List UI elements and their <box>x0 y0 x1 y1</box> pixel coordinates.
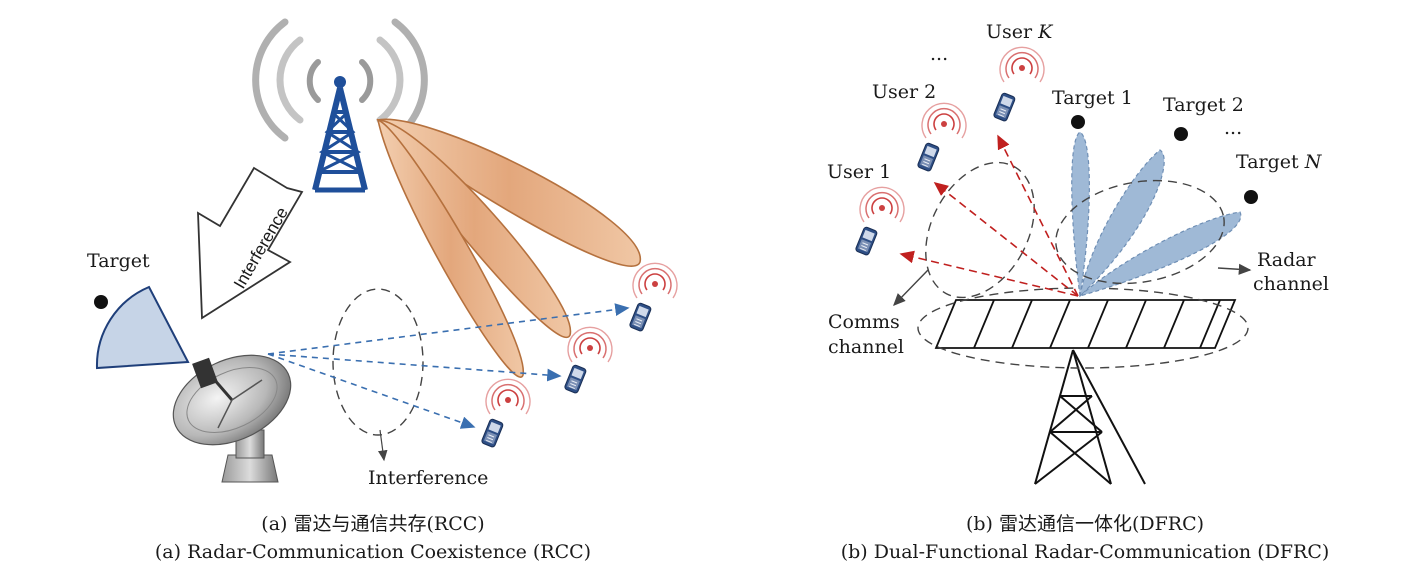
rcc-user-3 <box>628 262 678 333</box>
comm-beam-3 <box>376 118 524 378</box>
user-1-index: 1 <box>879 161 891 183</box>
dfrc-target-2: Target 2 <box>1163 94 1244 141</box>
lattice-tower-icon <box>1034 349 1146 485</box>
svg-text:Target 2: Target 2 <box>1163 94 1244 116</box>
radar-dish-icon <box>172 354 292 483</box>
dfrc-target-1: Target 1 <box>1052 87 1133 129</box>
radar-channel-label-2: channel <box>1253 273 1329 295</box>
comms-channel-label-2: channel <box>828 336 904 358</box>
svg-text:Target 1: Target 1 <box>1052 87 1133 109</box>
dfrc-user-2: User 2 <box>872 81 967 173</box>
dfrc-caption-cn: (b) 雷达通信一体化(DFRC) <box>966 513 1204 535</box>
target-2-index: 2 <box>1232 94 1244 116</box>
panel-dfrc: Radar channel Comms channel User 1 User … <box>827 21 1329 563</box>
target-n-index: N <box>1304 151 1323 173</box>
radar-sector <box>95 285 190 370</box>
rcc-target-dot <box>94 295 108 309</box>
svg-text:User K: User K <box>986 21 1054 43</box>
radar-channel-label-1: Radar <box>1257 249 1317 271</box>
interference-arrow: Interference <box>197 166 304 320</box>
rcc-caption-en: (a) Radar-Communication Coexistence (RCC… <box>155 541 591 563</box>
radar-beam-2 <box>1079 149 1165 298</box>
dfrc-target-n: Target N <box>1236 151 1323 204</box>
radar-beams <box>1071 131 1242 298</box>
rcc-user-1 <box>480 378 531 449</box>
panel-rcc: Interference Target Interference <box>87 18 678 563</box>
radar-beam-3 <box>1079 211 1242 297</box>
user-k-index: K <box>1037 21 1054 43</box>
antenna-array <box>934 299 1237 349</box>
comm-rays <box>899 134 1079 297</box>
svg-text:User 2: User 2 <box>872 81 936 103</box>
user-1-prefix: User <box>827 161 879 183</box>
comm-beams <box>376 118 641 378</box>
target-n-dot <box>1244 190 1258 204</box>
target-1-prefix: Target <box>1052 87 1121 109</box>
target-1-index: 1 <box>1121 87 1133 109</box>
target-n-prefix: Target <box>1236 151 1305 173</box>
target-1-dot <box>1071 115 1085 129</box>
dfrc-user-1: User 1 <box>827 161 905 257</box>
radar-beam-1 <box>1071 131 1090 297</box>
dfrc-user-k: User K <box>986 21 1054 123</box>
user-2-index: 2 <box>924 81 936 103</box>
target-2-dot <box>1174 127 1188 141</box>
comms-channel-label-1: Comms <box>828 311 900 333</box>
target-ellipsis: ... <box>1224 117 1242 139</box>
user-k-prefix: User <box>986 21 1038 43</box>
interference-rays <box>267 303 630 429</box>
rcc-target-label: Target <box>87 250 150 272</box>
user-ellipsis: ... <box>930 43 948 65</box>
svg-text:Target N: Target N <box>1236 151 1323 173</box>
rcc-caption-cn: (a) 雷达与通信共存(RCC) <box>261 513 484 535</box>
user-2-prefix: User <box>872 81 924 103</box>
rcc-user-2 <box>563 326 613 395</box>
interference-label: Interference <box>368 467 488 489</box>
target-2-prefix: Target <box>1163 94 1232 116</box>
interference-region <box>332 288 424 436</box>
svg-text:User 1: User 1 <box>827 161 891 183</box>
dfrc-caption-en: (b) Dual-Functional Radar-Communication … <box>841 541 1330 563</box>
